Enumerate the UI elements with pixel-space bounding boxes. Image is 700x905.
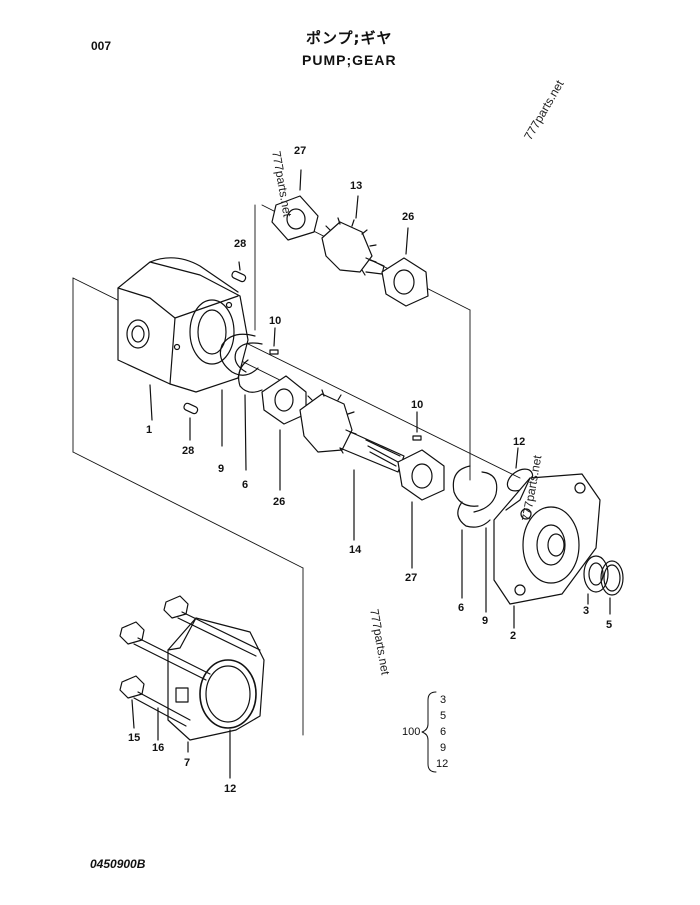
callout-13: 13 [350,180,363,192]
kit-item: 9 [440,742,447,754]
kit-item: 3 [440,694,447,706]
callout-9-left: 9 [218,463,225,475]
snap-ring-part-5 [600,560,624,615]
drawing-code: 0450900B [90,857,146,871]
title-english: PUMP;GEAR [302,52,397,68]
front-cover-part-2 [493,473,601,629]
kit-item: 12 [436,758,449,770]
hex-bolts-part-15 [119,595,261,741]
dowel-pin-part-28 [183,261,247,441]
callout-15: 15 [128,732,141,744]
callout-14: 14 [349,544,362,556]
callout-27-upper: 27 [294,145,307,157]
callout-26-upper: 26 [402,211,415,223]
seal-rings-lower-right [452,465,498,613]
title-japanese: ポンプ;ギヤ [306,29,393,47]
kit-item: 5 [440,710,447,722]
page-number: 007 [91,39,112,53]
pin-part-10 [269,327,422,441]
callout-2: 2 [510,630,517,642]
callout-16: 16 [152,742,165,754]
drive-gear-part-13 [321,195,385,276]
callout-12-lower: 12 [224,783,237,795]
bushing-part-26-upper [381,227,429,307]
kit-code: 100 [402,726,421,738]
callout-10-upper: 10 [269,315,282,327]
bushing-part-26-lower [261,375,307,491]
callout-9-right: 9 [482,615,489,627]
callout-6-left: 6 [242,479,249,491]
callout-5: 5 [606,619,613,631]
callout-26-lower: 26 [273,496,286,508]
callout-27-lower: 27 [405,572,418,584]
callout-7: 7 [184,757,191,769]
callout-28-upper: 28 [234,238,247,250]
callout-6-right: 6 [458,602,465,614]
bushing-part-27-upper [271,169,319,241]
pump-body-part-1 [117,257,249,421]
callout-10-lower: 10 [411,399,424,411]
callout-1: 1 [146,424,153,436]
driven-gear-shaft-part-14 [299,389,405,541]
kit-brace [421,691,437,773]
seal-rings-upper-left [219,333,263,471]
rear-cover-part-7 [167,617,265,779]
callout-3: 3 [583,605,590,617]
callout-28-lower: 28 [182,445,195,457]
bushing-part-27-lower [397,449,445,569]
callout-12-upper: 12 [513,436,526,448]
oil-seal-part-3 [583,555,609,605]
kit-item: 6 [440,726,447,738]
